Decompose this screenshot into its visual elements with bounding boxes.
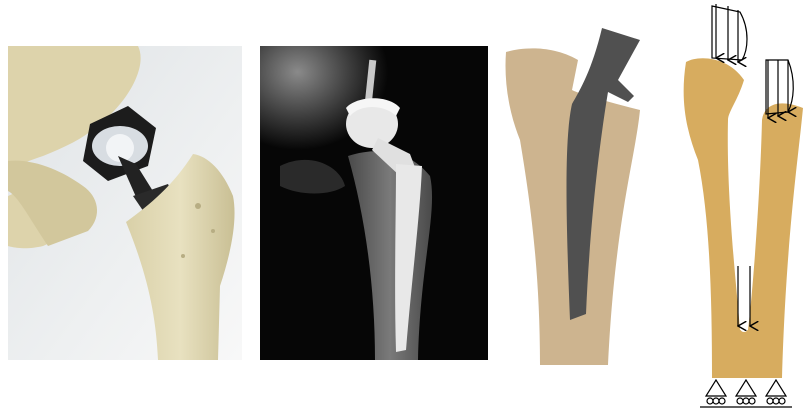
loaded-femur-model	[668, 0, 807, 412]
stem-in-femur-schematic	[500, 20, 650, 370]
hip-implant-xray	[260, 46, 488, 360]
hip-implant-photo	[8, 46, 242, 360]
roller-support-icon	[700, 380, 792, 407]
